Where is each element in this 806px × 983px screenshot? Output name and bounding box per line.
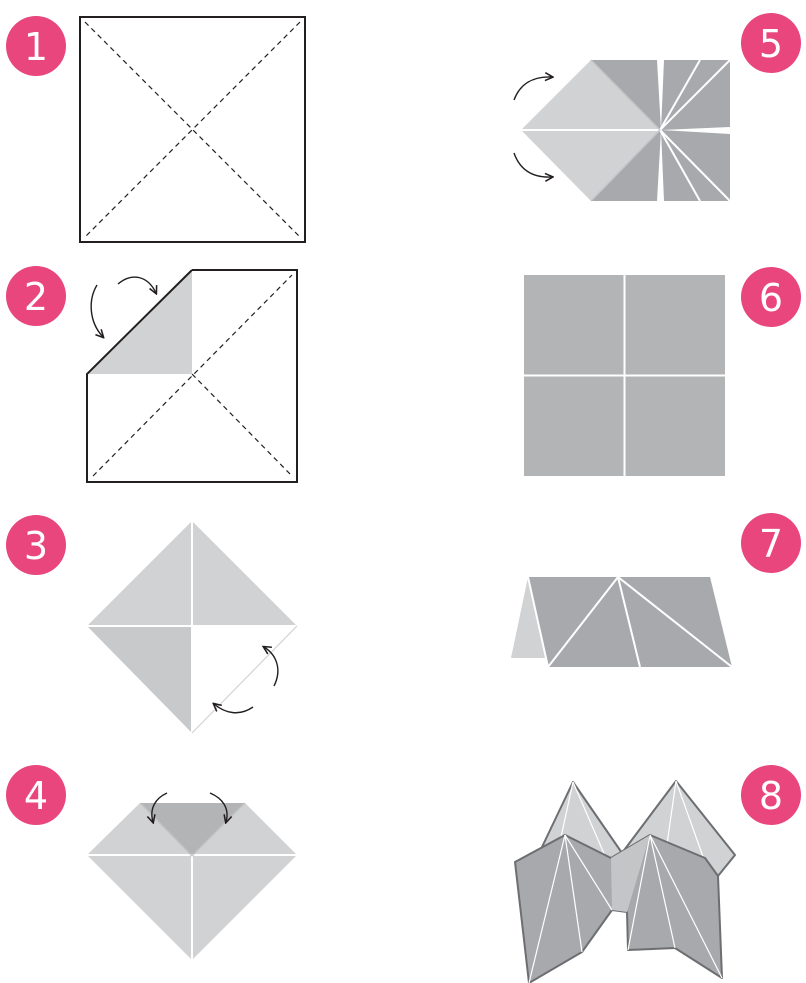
fold-top-corners-icon	[87, 793, 297, 960]
square-with-diagonals-icon	[80, 17, 305, 242]
step-8: 8	[515, 765, 801, 983]
step-6-number: 6	[759, 276, 783, 320]
step-8-number: 8	[759, 774, 783, 818]
fold-corner-icon	[87, 270, 297, 482]
step-6: 6	[524, 267, 801, 476]
step-5-badge: 5	[741, 13, 801, 73]
step-1-badge: 1	[6, 16, 66, 76]
step-7: 7	[511, 513, 801, 667]
step-5: 5	[514, 13, 801, 201]
step-7-number: 7	[759, 522, 783, 566]
step-2-badge: 2	[6, 266, 66, 326]
step-3-badge: 3	[6, 515, 66, 575]
diamond-fold-corners-icon	[87, 521, 297, 733]
step-1: 1	[6, 16, 305, 242]
step-2-number: 2	[24, 275, 48, 319]
fortune-teller-icon	[515, 781, 735, 983]
step-4: 4	[6, 765, 297, 960]
step-8-badge: 8	[741, 765, 801, 825]
step-3-number: 3	[24, 524, 48, 568]
step-2: 2	[6, 266, 297, 482]
fold-in-half-icon	[511, 577, 732, 667]
step-3: 3	[6, 515, 297, 733]
folded-square-icon	[524, 275, 725, 476]
step-6-badge: 6	[741, 267, 801, 327]
step-7-badge: 7	[741, 513, 801, 573]
fold-left-corners-icon	[514, 60, 730, 201]
step-4-badge: 4	[6, 765, 66, 825]
step-5-number: 5	[759, 22, 783, 66]
step-1-number: 1	[24, 25, 48, 69]
step-4-number: 4	[24, 774, 48, 818]
